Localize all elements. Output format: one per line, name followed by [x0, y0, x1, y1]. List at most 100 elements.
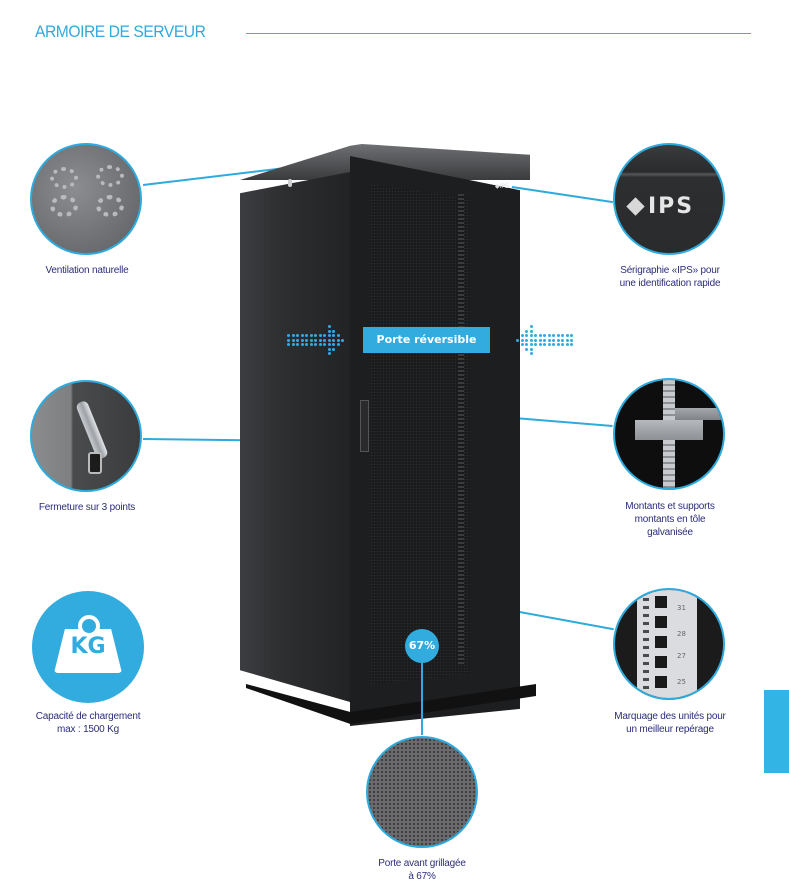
cabinet-side-lock [288, 179, 292, 187]
page-side-tab [764, 690, 789, 773]
arrow-dot [525, 334, 528, 337]
arrow-dot [529, 325, 533, 328]
mesh-percentage-badge: 67% [405, 629, 439, 663]
vent-icon [96, 195, 124, 217]
arrow-dot [341, 338, 344, 342]
rail-bracket [635, 420, 703, 440]
arrow-dot [547, 334, 551, 337]
ips-logo-text: IPS [648, 194, 695, 219]
arrow-dot [552, 338, 555, 342]
arrow-dot [323, 334, 326, 337]
arrow-dot [291, 343, 295, 346]
arrow-dot [529, 329, 533, 333]
load-caption: Capacité de chargement max : 1500 Kg [35, 711, 141, 735]
arrow-dot [336, 343, 340, 346]
arrow-dot [318, 343, 322, 346]
arrow-dot [552, 334, 555, 337]
arrow-dot [525, 347, 528, 351]
ips-logo-photo: IPS [613, 143, 725, 255]
arrow-dot [291, 334, 295, 337]
weight-ring [78, 615, 100, 637]
cabinet-side-panel [240, 172, 350, 702]
arrow-dot [309, 343, 313, 346]
arrow-dot [520, 338, 524, 342]
arrow-dot [327, 343, 331, 346]
unit-holes [643, 598, 649, 698]
arrow-dot [543, 343, 546, 346]
arrow-dot [323, 343, 326, 346]
arrow-dot [300, 338, 304, 342]
arrow-dot [520, 334, 524, 337]
arrow-dot [561, 338, 564, 342]
vent-icon [96, 165, 124, 187]
arrow-dot [287, 343, 290, 346]
arrow-dot [565, 334, 569, 337]
arrow-dot [305, 338, 308, 342]
rails-caption: Montants et supports montants en tôle ga… [625, 501, 715, 538]
arrow-dot [570, 334, 573, 337]
unit-number: 28 [677, 630, 686, 638]
arrow-dot [529, 338, 533, 342]
unit-markings-photo: 31 28 27 25 [613, 588, 725, 700]
arrow-dot [561, 334, 564, 337]
arrow-dot [291, 338, 295, 342]
arrow-dot [565, 343, 569, 346]
unit-square [655, 636, 667, 648]
arrow-dot [529, 347, 533, 351]
arrow-dot [556, 343, 560, 346]
ips-caption: Sérigraphie «IPS» pour une identificatio… [619, 265, 721, 289]
arrow-dot [570, 338, 573, 342]
ventilation-caption: Ventilation naturelle [45, 265, 129, 276]
arrow-dot [287, 338, 290, 342]
arrow-dot [529, 352, 533, 355]
arrow-dot [318, 334, 322, 337]
arrow-dot [561, 343, 564, 346]
title-divider [246, 33, 751, 34]
lock-photo [30, 380, 142, 492]
arrow-dot [556, 338, 560, 342]
weight-icon: KG [32, 591, 144, 703]
arrow-dot [318, 338, 322, 342]
arrow-dot [314, 338, 317, 342]
arrow-right-icon [287, 322, 344, 358]
vent-icon [50, 167, 78, 189]
leader-mesh [421, 663, 423, 735]
arrow-dot [305, 334, 308, 337]
arrow-dot [287, 334, 290, 337]
arrow-dot [547, 338, 551, 342]
server-cabinet-image: ◆IPS [232, 144, 536, 734]
arrow-dot [543, 334, 546, 337]
arrow-left-icon [516, 322, 573, 358]
arrow-dot [336, 334, 340, 337]
cabinet-logo: ◆IPS [495, 183, 509, 190]
arrow-dot [327, 338, 331, 342]
cabinet-mesh [370, 184, 470, 684]
arrow-dot [332, 329, 335, 333]
unit-square [655, 596, 667, 608]
reversible-door-badge: Porte réversible [363, 327, 490, 353]
unit-square [655, 616, 667, 628]
arrow-dot [547, 343, 551, 346]
unit-number: 25 [677, 678, 686, 686]
arrow-dot [327, 352, 331, 355]
arrow-dot [529, 334, 533, 337]
ips-diamond-icon [626, 197, 645, 216]
arrow-dot [309, 334, 313, 337]
arrow-dot [296, 338, 299, 342]
arrow-dot [314, 343, 317, 346]
unit-square [655, 656, 667, 668]
arrow-dot [570, 343, 573, 346]
ventilation-photo [30, 143, 142, 255]
arrow-dot [538, 334, 542, 337]
arrow-dot [534, 338, 537, 342]
arrow-dot [300, 334, 304, 337]
arrow-dot [543, 338, 546, 342]
arrow-dot [314, 334, 317, 337]
arrow-dot [565, 338, 569, 342]
lock-slot-icon [88, 452, 102, 474]
arrow-dot [332, 343, 335, 346]
unit-square [655, 676, 667, 688]
cabinet-rail [458, 194, 464, 664]
mesh-caption: Porte avant grillagée à 67% [378, 858, 466, 882]
mesh-photo [366, 736, 478, 848]
